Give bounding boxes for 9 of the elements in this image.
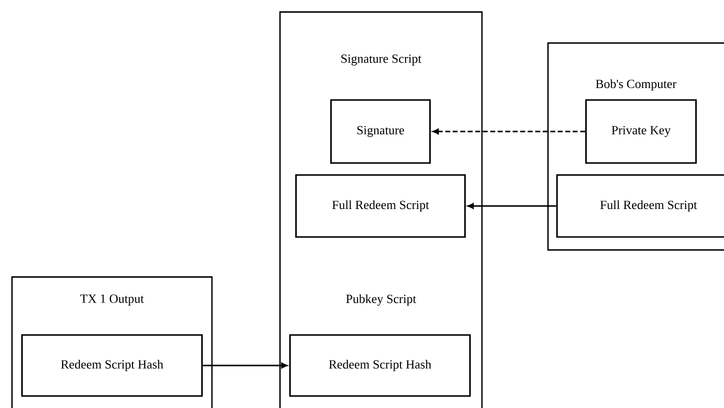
arrow	[468, 203, 556, 209]
arrow	[432, 128, 586, 134]
process-box: Redeem Script Hash	[21, 334, 203, 397]
process-box: Full Redeem Script	[295, 174, 466, 238]
process-box: Full Redeem Script	[556, 174, 724, 238]
arrow	[202, 362, 288, 368]
process-box: Private Key	[585, 99, 697, 164]
process-box: Redeem Script Hash	[289, 334, 471, 397]
process-box: Signature	[330, 99, 431, 164]
